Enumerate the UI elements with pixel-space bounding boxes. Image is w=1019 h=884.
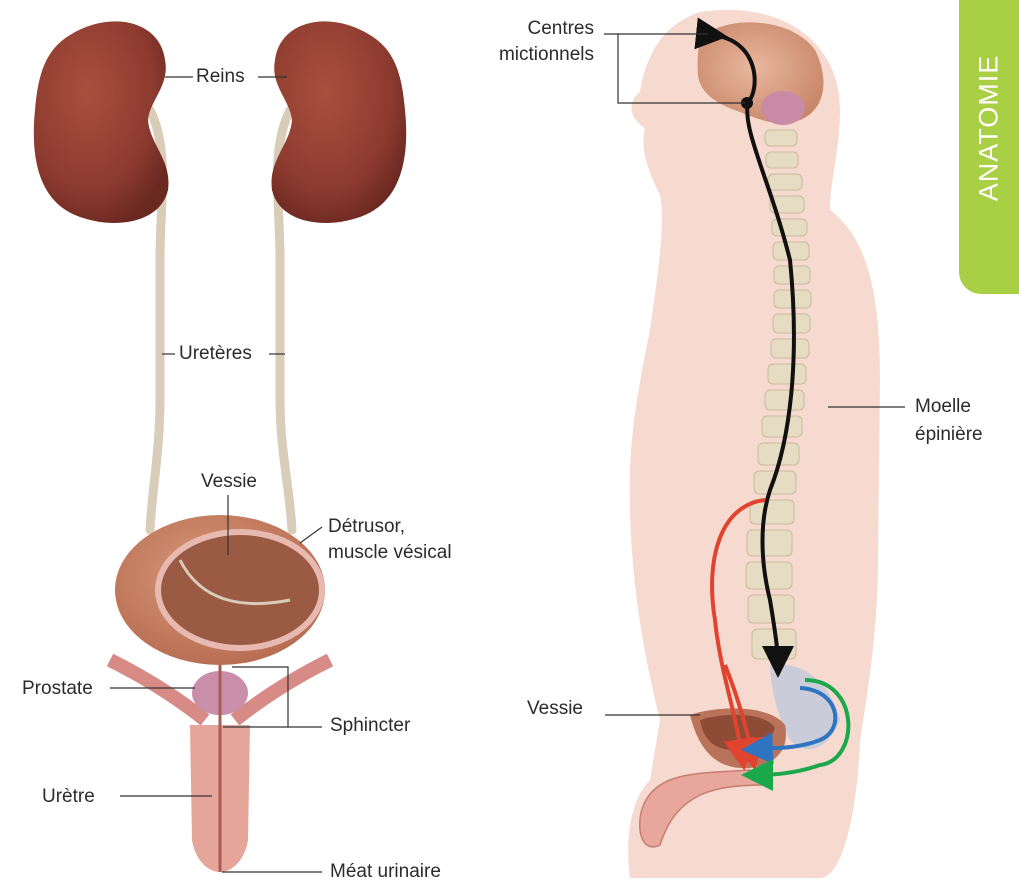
pelvic-muscle-left — [110, 660, 205, 720]
label-spinal-cord-line2: épinière — [915, 423, 983, 447]
label-centers-line1: Centres — [462, 17, 594, 41]
label-spinal-cord-line1: Moelle — [915, 395, 971, 419]
label-sphincter: Sphincter — [330, 714, 410, 738]
label-detrusor-line1: Détrusor, — [328, 515, 405, 539]
cerebellum — [761, 91, 805, 125]
section-tab: ANATOMIE — [959, 0, 1019, 294]
section-tab-label: ANATOMIE — [974, 55, 1005, 202]
pelvic-muscle-right — [235, 660, 330, 720]
label-kidneys: Reins — [196, 65, 245, 89]
label-centers-line2: mictionnels — [462, 43, 594, 67]
label-bladder-left: Vessie — [188, 470, 270, 494]
label-ureters: Uretères — [179, 342, 252, 366]
left-kidney — [34, 21, 169, 223]
label-meatus: Méat urinaire — [330, 860, 441, 884]
label-urethra: Urètre — [42, 785, 95, 809]
right-body-diagram — [604, 10, 905, 878]
label-detrusor-line2: muscle vésical — [328, 541, 452, 565]
bladder-interior — [158, 532, 322, 648]
left-urinary-system — [34, 21, 406, 872]
label-bladder-right: Vessie — [527, 697, 583, 721]
label-prostate: Prostate — [22, 677, 93, 701]
right-kidney — [272, 21, 407, 223]
